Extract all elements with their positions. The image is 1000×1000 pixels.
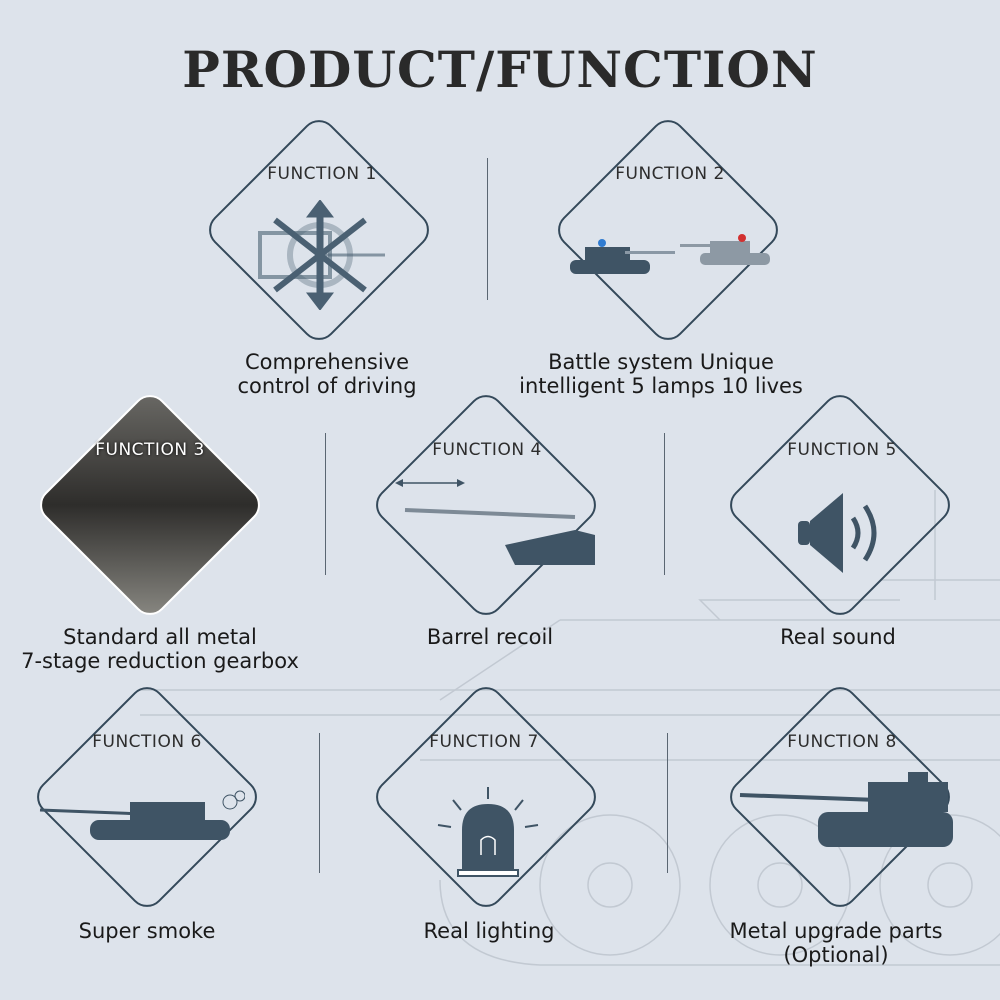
barrel-recoil-icon <box>395 479 595 565</box>
caption-line: 7-stage reduction gearbox <box>21 649 299 673</box>
function-2-tag: FUNCTION 2 <box>615 164 725 184</box>
caption-line: Real lighting <box>423 919 555 943</box>
smoke-tank-icon <box>39 790 245 840</box>
caption-line: Metal upgrade parts <box>729 919 943 943</box>
function-4-caption: Barrel recoil <box>427 625 553 649</box>
function-7-tag: FUNCTION 7 <box>429 732 539 752</box>
function-6-caption: Super smoke <box>79 919 216 943</box>
caption-line: Battle system Unique <box>548 350 774 374</box>
caption-line: Standard all metal <box>63 625 257 649</box>
function-5-tag: FUNCTION 5 <box>787 440 897 460</box>
divider <box>487 158 488 300</box>
divider <box>667 733 668 873</box>
function-8-tag: FUNCTION 8 <box>787 732 897 752</box>
function-5-caption: Real sound <box>780 625 896 649</box>
function-4-tag: FUNCTION 4 <box>432 440 542 460</box>
function-1-tag: FUNCTION 1 <box>267 164 377 184</box>
caption-line: Barrel recoil <box>426 625 554 649</box>
caption-line: control of driving <box>237 374 417 398</box>
page-title: PRODUCT/FUNCTION <box>182 40 818 99</box>
divider <box>319 733 320 873</box>
function-8-caption: Metal upgrade parts(Optional) <box>729 919 942 967</box>
function-7-caption: Real lighting <box>424 919 555 943</box>
caption-line: Real sound <box>780 625 896 649</box>
tank-battle-icon <box>570 234 770 274</box>
function-3-tag: FUNCTION 3 <box>95 440 205 460</box>
speaker-icon <box>798 493 877 573</box>
divider <box>664 433 665 575</box>
light-bulb-icon <box>437 787 539 877</box>
caption-line: intelligent 5 lamps 10 lives <box>519 374 803 398</box>
function-6-tag: FUNCTION 6 <box>92 732 202 752</box>
divider <box>325 433 326 575</box>
caption-line: (Optional) <box>783 943 889 967</box>
movement-arrows-icon <box>258 200 385 310</box>
caption-line: Super smoke <box>78 919 216 943</box>
caption-line: Comprehensive <box>244 350 410 374</box>
tank-icon <box>739 772 953 847</box>
